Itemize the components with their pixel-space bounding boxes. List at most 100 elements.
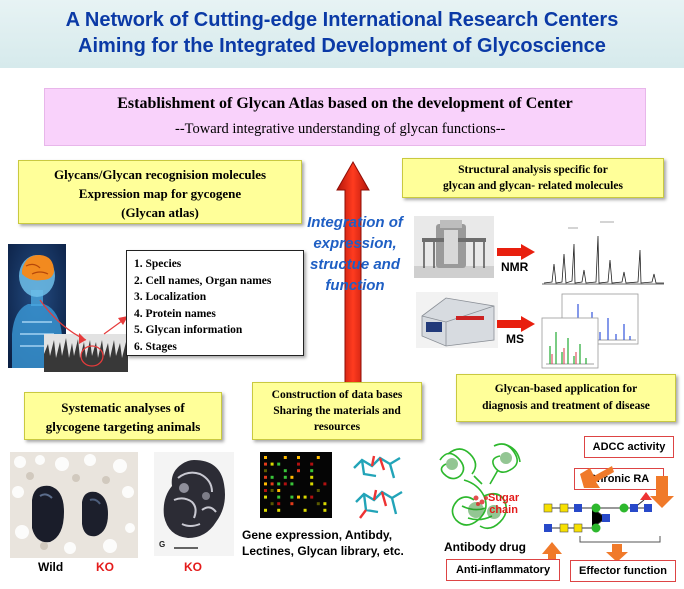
microarray-spot [304,496,307,499]
microarray-spot [304,509,307,512]
nmr-arrow [497,244,535,260]
ms-label: MS [506,332,524,346]
microarray-image [260,452,332,518]
microarray-spot [317,456,320,459]
microarray-spot [277,502,280,505]
microarray-spot [271,489,274,492]
database-caption: Gene expression, Antibdy, Lectines, Glyc… [242,527,404,559]
chronic-ra-arrow [580,466,614,488]
structural-line2: glycan and glycan- related molecules [403,178,663,194]
nmr-machine-icon [414,216,494,278]
systematic-line1: Systematic analyses of [25,398,221,417]
ms-spectra-icon [540,292,640,370]
database-line2: Sharing the materials and [253,403,421,419]
ko-label-2: KO [184,560,202,574]
microarray-spot [284,456,287,459]
microarray-spot [317,489,320,492]
list-item: 6. Stages [134,339,303,356]
sugar-chain-label: Sugar chain [488,492,519,516]
microarray-spot [297,469,300,472]
microarray-spot [271,502,274,505]
list-item: 1. Species [134,256,303,273]
microarray-spot [277,489,280,492]
microarray-spot [264,463,267,466]
mouse-organ-photo-icon [10,452,138,558]
microarray-spot [284,482,287,485]
microarray-spot [290,502,293,505]
structural-line1: Structural analysis specific for [403,162,663,178]
anti-inflammatory-label: Anti-inflammatory [456,564,550,576]
integration-line2: expression, [282,233,428,254]
microarray-spot [284,469,287,472]
nmr-label: NMR [501,260,528,274]
microarray-spot [264,476,267,479]
adcc-arrow [650,476,674,508]
list-item: 3. Localization [134,289,303,306]
microarray-spot [264,456,267,459]
integration-line3: structue and [282,254,428,275]
microarray-spot [277,482,280,485]
microarray-spot [277,463,280,466]
microarray-spot [264,496,267,499]
glycan-chain-diagram [540,452,684,564]
antibody-structure-image [434,440,538,540]
microarray-spot [290,482,293,485]
wild-ko-organ-photo [10,452,138,558]
microarray-spot [310,469,313,472]
microarray-spot [271,476,274,479]
nmr-spectrum-icon [538,214,668,292]
list-item: 4. Protein names [134,306,303,323]
nmr-spectrum-image [538,214,668,292]
microarray-spot [290,496,293,499]
database-line1: Construction of data bases [253,387,421,403]
ms-machine-icon [416,292,498,348]
antibody-ribbon-icon [434,440,538,540]
microarray-spot [277,496,280,499]
list-item: 5. Glycan information [134,322,303,339]
sugar-chain-line1: Sugar [488,492,519,504]
database-caption-line1: Gene expression, Antibdy, [242,527,404,543]
microarray-spot [310,482,313,485]
microarray-spot [264,482,267,485]
atlas-items-list: 1. Species 2. Cell names, Organ names 3.… [126,250,304,356]
anti-inflammatory-box: Anti-inflammatory [446,559,560,581]
list-item: 2. Cell names, Organ names [134,273,303,290]
microarray-spot [264,469,267,472]
ms-spectra-image [540,292,640,370]
effector-function-box: Effector function [570,560,676,582]
microarray-spot [271,482,274,485]
microarray-spot [290,476,293,479]
systematic-analyses-box: Systematic analyses of glycogene targeti… [24,392,222,440]
microarray-spot [277,509,280,512]
integration-line4: function [282,275,428,296]
ko-label-1: KO [96,560,114,574]
integration-line1: Integration of [282,212,428,233]
microarray-spot [264,509,267,512]
nmr-instrument-image [414,216,494,278]
database-box: Construction of data bases Sharing the m… [252,382,422,440]
microarray-spot [264,489,267,492]
molecular-model-icon [350,452,410,524]
microarray-spot [310,463,313,466]
ko-embryo-section-image: G [154,452,234,556]
ms-arrow [497,316,535,332]
microarray-spot [284,476,287,479]
sugar-chain-line2: chain [488,504,519,516]
microarray-spot [323,482,326,485]
microarray-spot [317,502,320,505]
microarray-spot [323,502,326,505]
application-line1: Glycan-based application for [457,381,675,398]
database-caption-line2: Lectines, Glycan library, etc. [242,543,404,559]
microarray-spot [297,456,300,459]
effector-function-label: Effector function [579,565,667,577]
structural-analysis-box: Structural analysis specific for glycan … [402,158,664,198]
microarray-spot [310,496,313,499]
microarray-spot [310,476,313,479]
microarray-icon [260,452,332,518]
wild-label: Wild [38,560,63,574]
antibody-drug-label: Antibody drug [444,540,526,554]
embryo-section-icon [154,452,234,556]
microarray-spot [271,463,274,466]
glycan-structure-image [350,452,410,524]
scale-mark-label: G [159,540,165,549]
